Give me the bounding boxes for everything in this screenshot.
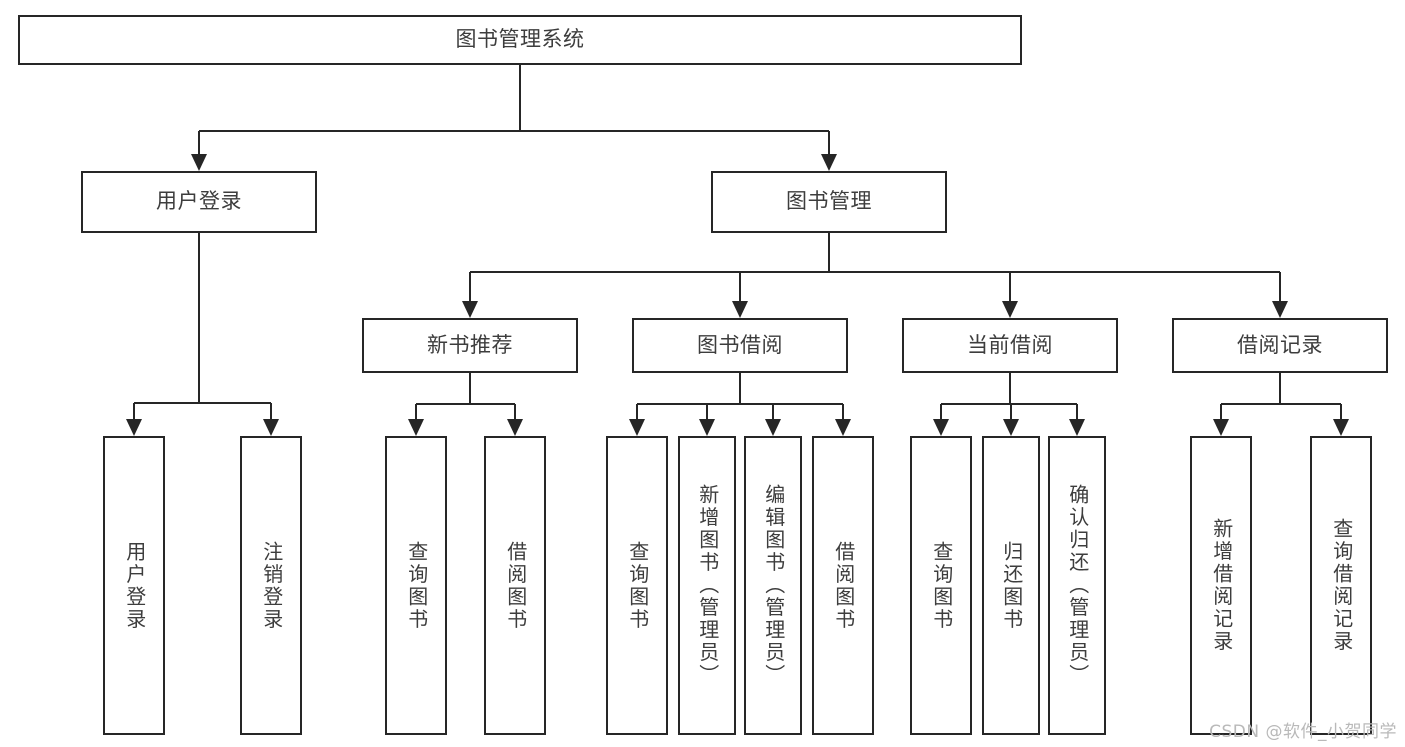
node-leaf-return-book-label: 归还图书 (999, 540, 1024, 631)
node-leaf-query-book-2-label: 查询图书 (625, 540, 650, 631)
node-leaf-user-login[interactable]: 用户登录 (103, 436, 165, 735)
node-leaf-query-book-2[interactable]: 查询图书 (606, 436, 668, 735)
node-leaf-add-loan-record[interactable]: 新增借阅记录 (1190, 436, 1252, 735)
node-book-borrow-label: 图书借阅 (697, 332, 783, 357)
connector-to-leaf-borrow-book-2 (842, 404, 844, 419)
arrow-head-icon-leaf-query-book-1 (408, 419, 424, 436)
connector-to-book-borrow (739, 272, 741, 301)
connector-current-loan-bus (941, 403, 1077, 405)
arrow-head-icon-leaf-borrow-book-1 (507, 419, 523, 436)
node-leaf-logout[interactable]: 注销登录 (240, 436, 302, 735)
connector-to-new-book-rec (469, 272, 471, 301)
connector-to-leaf-logout (270, 403, 272, 419)
node-root[interactable]: 图书管理系统 (18, 15, 1022, 65)
connector-to-leaf-query-book-2 (636, 404, 638, 419)
arrow-head-icon-leaf-add-book (699, 419, 715, 436)
node-loan-record[interactable]: 借阅记录 (1172, 318, 1388, 373)
node-leaf-query-book-1-label: 查询图书 (404, 540, 429, 631)
connector-loan-record-bus (1221, 403, 1341, 405)
arrow-head-icon-leaf-return-book (1003, 419, 1019, 436)
arrow-head-icon-leaf-edit-book (765, 419, 781, 436)
connector-to-loan-record (1279, 272, 1281, 301)
connector-to-leaf-return-book (1010, 404, 1012, 419)
node-new-book-recommend-label: 新书推荐 (427, 332, 513, 357)
node-loan-record-label: 借阅记录 (1237, 332, 1323, 357)
arrow-head-icon-leaf-confirm-return (1069, 419, 1085, 436)
node-leaf-query-loan-record-label: 查询借阅记录 (1329, 518, 1354, 653)
connector-new-book-rec-bus (416, 403, 515, 405)
connector-to-leaf-add-book (706, 404, 708, 419)
connector-book-borrow-bus (637, 403, 843, 405)
connector-root-bus (199, 130, 829, 132)
connector-to-leaf-confirm-return (1076, 404, 1078, 419)
node-leaf-user-login-label: 用户登录 (122, 540, 147, 631)
node-leaf-borrow-book-1[interactable]: 借阅图书 (484, 436, 546, 735)
node-leaf-query-loan-record[interactable]: 查询借阅记录 (1310, 436, 1372, 735)
node-leaf-borrow-book-2[interactable]: 借阅图书 (812, 436, 874, 735)
arrow-head-icon-new-book-rec (462, 301, 478, 318)
connector-to-leaf-query-book-3 (940, 404, 942, 419)
connector-to-leaf-edit-book (772, 404, 774, 419)
node-user-login[interactable]: 用户登录 (81, 171, 317, 233)
node-new-book-recommend[interactable]: 新书推荐 (362, 318, 578, 373)
connector-loan-record-stem (1279, 373, 1281, 404)
node-leaf-add-loan-record-label: 新增借阅记录 (1209, 518, 1234, 653)
arrow-head-icon-leaf-add-record (1213, 419, 1229, 436)
arrow-head-icon-leaf-user-login (126, 419, 142, 436)
node-root-label: 图书管理系统 (455, 27, 585, 52)
connector-new-book-rec-stem (469, 373, 471, 404)
node-current-loan[interactable]: 当前借阅 (902, 318, 1118, 373)
connector-root-stem (519, 65, 521, 131)
connector-to-leaf-query-book-1 (415, 404, 417, 419)
connector-book-manage-stem (828, 233, 830, 272)
node-leaf-query-book-3[interactable]: 查询图书 (910, 436, 972, 735)
arrow-head-icon-loan-record (1272, 301, 1288, 318)
arrow-head-icon-current-loan (1002, 301, 1018, 318)
connector-to-leaf-add-record (1220, 404, 1222, 419)
node-leaf-query-book-1[interactable]: 查询图书 (385, 436, 447, 735)
node-current-loan-label: 当前借阅 (967, 332, 1053, 357)
connector-user-login-bus (134, 402, 271, 404)
node-leaf-query-book-3-label: 查询图书 (929, 540, 954, 631)
connector-book-borrow-stem (739, 373, 741, 404)
arrow-head-icon-book-borrow (732, 301, 748, 318)
node-book-manage-label: 图书管理 (786, 189, 872, 214)
node-leaf-edit-book-admin-label: 编辑图书（管理员） (761, 484, 786, 687)
connector-to-leaf-user-login (133, 403, 135, 419)
node-leaf-borrow-book-1-label: 借阅图书 (503, 540, 528, 631)
arrow-head-icon-leaf-logout (263, 419, 279, 436)
node-leaf-logout-label: 注销登录 (259, 540, 284, 631)
arrow-head-icon-leaf-query-record (1333, 419, 1349, 436)
node-leaf-confirm-return-admin[interactable]: 确认归还（管理员） (1048, 436, 1106, 735)
node-book-borrow[interactable]: 图书借阅 (632, 318, 848, 373)
node-book-manage[interactable]: 图书管理 (711, 171, 947, 233)
connector-to-book-manage (828, 131, 830, 154)
node-leaf-borrow-book-2-label: 借阅图书 (831, 540, 856, 631)
connector-user-login-stem (198, 233, 200, 403)
node-leaf-add-book-admin[interactable]: 新增图书（管理员） (678, 436, 736, 735)
connector-current-loan-stem (1009, 373, 1011, 404)
arrow-head-icon-leaf-query-book-3 (933, 419, 949, 436)
node-leaf-return-book[interactable]: 归还图书 (982, 436, 1040, 735)
arrow-head-icon-book-manage (821, 154, 837, 171)
arrow-head-icon-leaf-borrow-book-2 (835, 419, 851, 436)
csdn-watermark: CSDN @软件_小贺同学 (1209, 722, 1397, 742)
connector-to-leaf-borrow-book-1 (514, 404, 516, 419)
connector-book-manage-bus (470, 271, 1280, 273)
connector-to-user-login (198, 131, 200, 154)
node-leaf-add-book-admin-label: 新增图书（管理员） (695, 484, 720, 687)
connector-to-current-loan (1009, 272, 1011, 301)
connector-to-leaf-query-record (1340, 404, 1342, 419)
arrow-head-icon-leaf-query-book-2 (629, 419, 645, 436)
node-leaf-edit-book-admin[interactable]: 编辑图书（管理员） (744, 436, 802, 735)
node-leaf-confirm-return-admin-label: 确认归还（管理员） (1065, 484, 1090, 687)
arrow-head-icon-user-login (191, 154, 207, 171)
node-user-login-label: 用户登录 (156, 189, 242, 214)
